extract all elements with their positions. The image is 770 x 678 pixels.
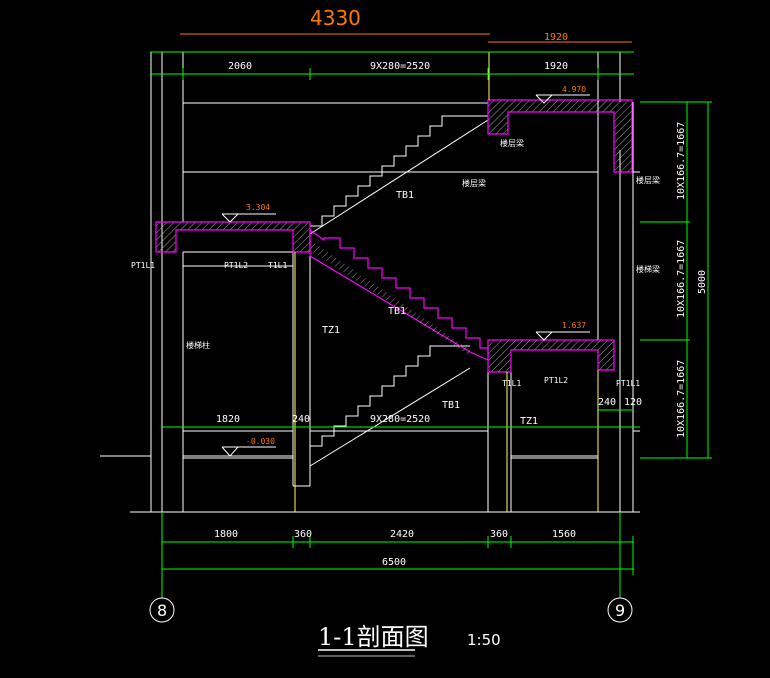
dim-lower-left: 1820 xyxy=(216,414,240,425)
middle-flight xyxy=(309,228,489,361)
label-pt1l1-right: PT1L1 xyxy=(616,379,640,388)
elevation-markers xyxy=(221,94,590,457)
elevation-ground: -0.030 xyxy=(246,437,275,446)
drawing-scale: 1:50 xyxy=(467,631,501,649)
dim-row1-right: 1920 xyxy=(544,61,568,72)
axis-label-8: 8 xyxy=(157,601,167,620)
dim-row1-middle: 9X280=2520 xyxy=(370,61,430,72)
dim-bottom-total: 6500 xyxy=(382,557,406,568)
drawing-title: 1-1剖面图 xyxy=(318,623,429,651)
axis-bubble-9 xyxy=(607,597,633,623)
note-right-mid: 楼梯梁 xyxy=(636,264,660,274)
dim-upper-right: 1920 xyxy=(544,32,568,43)
dim-right-total: 5000 xyxy=(697,270,708,294)
elevation-mid-left: 3.304 xyxy=(246,203,270,212)
dim-lower-mid: 240 xyxy=(292,414,310,425)
axis-bubble-8 xyxy=(149,597,175,623)
label-tz1-left: TZ1 xyxy=(322,325,340,336)
dim-bottom-b: 360 xyxy=(294,529,312,540)
dim-right-bottom: 10X166.7=1667 xyxy=(676,360,687,438)
note-right-top: 楼层梁 xyxy=(636,175,660,185)
label-tb1-lower: TB1 xyxy=(442,400,460,411)
label-pt1l2-right: PT1L2 xyxy=(544,376,568,385)
label-tb1-mid: TB1 xyxy=(388,306,406,317)
note-mid-wall: 楼层梁 xyxy=(462,178,486,188)
label-t1l1-right: T1L1 xyxy=(502,379,521,388)
label-pt1l1-left: PT1L1 xyxy=(131,261,155,270)
dim-bottom-a: 1800 xyxy=(214,529,238,540)
dim-bottom-c: 2420 xyxy=(390,529,414,540)
dim-lower-far-right: 120 xyxy=(624,397,642,408)
dim-lower-right: 240 xyxy=(598,397,616,408)
axis-label-9: 9 xyxy=(615,601,625,620)
label-pt1l2-left: PT1L2 xyxy=(224,261,248,270)
wall-lines xyxy=(100,52,700,513)
slab-sections xyxy=(155,99,633,373)
dim-bottom-d: 360 xyxy=(490,529,508,540)
dim-bottom-e: 1560 xyxy=(552,529,576,540)
dim-right-middle: 10X166.7=1667 xyxy=(676,240,687,318)
dim-row1-left: 2060 xyxy=(228,61,252,72)
elevation-top: 4.970 xyxy=(562,85,586,94)
dimension-lines xyxy=(150,33,712,598)
note-left-wall: 楼梯柱 xyxy=(186,340,210,350)
column-lines xyxy=(294,52,599,512)
elevation-mid-right: 1.637 xyxy=(562,321,586,330)
dim-right-top: 10X166.7=1667 xyxy=(676,122,687,200)
dim-lower-stair: 9X280=2520 xyxy=(370,414,430,425)
label-t1l1-left: T1L1 xyxy=(268,261,287,270)
note-landing: 楼层梁 xyxy=(500,138,524,148)
label-tb1-upper: TB1 xyxy=(396,190,414,201)
dim-overall-top: 4330 xyxy=(310,6,361,30)
label-tz1-right: TZ1 xyxy=(520,416,538,427)
